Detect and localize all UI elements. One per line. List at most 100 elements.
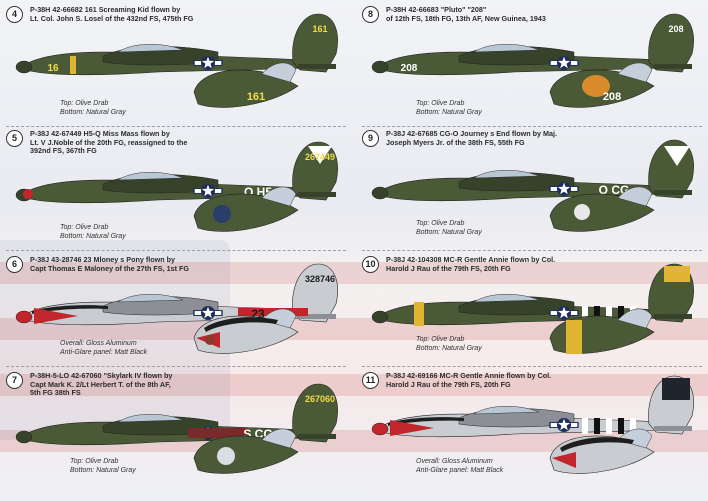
- invasion-stripe: [618, 306, 624, 322]
- paint-scheme-line: Top: Olive Drab: [60, 224, 109, 231]
- paint-scheme-line: Bottom: Natural Gray: [60, 232, 126, 240]
- profile-title: P-38J 42-67685 CG-O Journey s End flown …: [386, 129, 646, 147]
- profile-title-line: Harold J Rau of the 79th FS, 20th FG: [386, 263, 511, 273]
- profile-panel-10: 10 P-38J 42-104308 MC-R Gentle Annie flow…: [356, 250, 706, 372]
- profile-title-line: Harold J Rau of the 79th FS, 20th FG: [386, 379, 511, 389]
- tail-serial: 267060: [305, 394, 335, 404]
- nose-profile: [193, 435, 299, 474]
- national-insignia: [193, 56, 223, 70]
- profile-number-badge: 10: [362, 256, 379, 273]
- anti-glare-panel: [32, 305, 108, 314]
- nose-anti-glare: [204, 317, 278, 332]
- vertical-tail: [292, 383, 338, 443]
- propeller-spinner: [371, 310, 389, 324]
- nose-red-flash: [552, 452, 576, 468]
- profile-number-badge: 6: [6, 256, 23, 273]
- yellow-boom-band: [70, 56, 76, 74]
- profile-number-badge: 7: [6, 372, 23, 389]
- paint-scheme-line: Bottom: Natural Gray: [70, 466, 136, 474]
- pluto-nose-art: [582, 75, 610, 97]
- propeller-spinner: [15, 310, 33, 324]
- nose-canopy: [261, 428, 297, 449]
- row-divider: [362, 250, 702, 251]
- vertical-tail: [292, 263, 338, 323]
- nose-canopy: [261, 186, 297, 207]
- profile-title-line: P-38J 42-104308 MC-R Gentle Annie flown …: [386, 255, 556, 264]
- national-insignia: [549, 56, 579, 70]
- propeller-spinner: [15, 60, 33, 74]
- profile-title-line: P-38J 42-67449 H5-Q Miss Mass flown by: [30, 129, 170, 138]
- invasion-stripe: [630, 418, 636, 434]
- profile-title-line: Capt Thomas E Maloney of the 27th FS, 1s…: [30, 263, 189, 273]
- nose-anti-glare: [560, 437, 634, 452]
- nose-code: 208: [603, 91, 621, 103]
- horizontal-stabilizer: [654, 64, 692, 69]
- nose-detail-view: [549, 428, 655, 474]
- profile-title-line: P-38J 43-28746 23 Mloney s Pony flown by: [30, 255, 176, 264]
- nose-profile: [193, 69, 299, 108]
- canopy: [473, 293, 540, 303]
- invasion-stripe: [606, 418, 612, 434]
- national-insignia: [193, 184, 223, 198]
- canopy: [473, 43, 540, 53]
- paint-scheme-line: Bottom: Natural Gray: [60, 108, 126, 116]
- profile-title-line: P-38H 42-66682 161 Screaming Kid flown b…: [30, 5, 181, 14]
- horizontal-stabilizer: [298, 434, 336, 439]
- profile-title: P-38J 42-69166 MC-R Gentle Annie flown b…: [386, 371, 646, 389]
- paint-scheme-line: Bottom: Natural Gray: [416, 108, 482, 116]
- profile-title: P-38H 42-66683 "Pluto" "208"of 12th FS, …: [386, 5, 646, 23]
- paint-scheme-line: Top: Olive Drab: [416, 336, 465, 343]
- row-divider: [362, 126, 702, 127]
- invasion-stripe: [594, 306, 600, 322]
- paint-scheme-line: Top: Olive Drab: [416, 220, 465, 227]
- profile-number-badge: 11: [362, 372, 379, 389]
- canopy: [117, 43, 184, 53]
- profile-title-line: Capt Mark K. 2/Lt Herbert T. of the 8th …: [30, 379, 171, 389]
- canopy: [473, 169, 540, 179]
- row-divider: [6, 250, 346, 251]
- nose-detail-view: [193, 186, 299, 232]
- profile-title-line: P-38H-5-LO 42-67060 "Skylark IV flown by: [30, 371, 173, 380]
- nose-detail-view: 161: [193, 62, 299, 108]
- fuselage-band: [188, 428, 248, 438]
- boom-code: 16: [47, 63, 59, 74]
- paint-scheme-line: Overall: Gloss Aluminum: [60, 340, 137, 347]
- tail-serial: 267449: [305, 152, 335, 162]
- nose-canopy: [261, 62, 297, 83]
- nose-flash: [34, 308, 78, 324]
- flag-canton-background: [0, 240, 230, 440]
- nose-detail-view: [549, 308, 655, 354]
- profile-title: P-38H-5-LO 42-67060 "Skylark IV flown by…: [30, 371, 290, 398]
- flag-stripe-background: [0, 262, 708, 284]
- flag-stripe-background: [0, 374, 708, 396]
- paint-scheme-line: Top: Olive Drab: [416, 100, 465, 107]
- profile-title: P-38J 43-28746 23 Mloney s Pony flown by…: [30, 255, 290, 273]
- profile-title-line: P-38J 42-69166 MC-R Gentle Annie flown b…: [386, 371, 552, 380]
- canopy: [473, 405, 540, 415]
- nose-canopy: [617, 308, 653, 329]
- profile-title-line: P-38J 42-67685 CG-O Journey s End flown …: [386, 129, 557, 138]
- nose-flash: [390, 420, 434, 436]
- skull-nose-art: [574, 204, 590, 220]
- profile-title-line: 392nd FS, 367th FG: [30, 146, 97, 156]
- skylark-nose-art: [217, 447, 235, 465]
- tail-serial: 328746: [305, 274, 335, 284]
- nose-detail-view: [193, 428, 299, 474]
- invasion-stripe: [582, 306, 588, 322]
- profile-number-badge: 4: [6, 6, 23, 23]
- profile-title-line: 5th FG 38th FS: [30, 388, 81, 398]
- profile-number-badge: 5: [6, 130, 23, 147]
- vertical-tail: [648, 13, 694, 73]
- national-insignia: [193, 306, 223, 320]
- profile-title: P-38J 42-104308 MC-R Gentle Annie flown …: [386, 255, 646, 273]
- paint-scheme-line: Overall: Gloss Aluminum: [416, 458, 493, 465]
- national-insignia: [549, 182, 579, 196]
- canopy: [117, 293, 184, 303]
- profile-title-line: Lt. Col. John S. Losel of the 432nd FS, …: [30, 13, 194, 23]
- paint-scheme-line: Bottom: Natural Gray: [416, 344, 482, 352]
